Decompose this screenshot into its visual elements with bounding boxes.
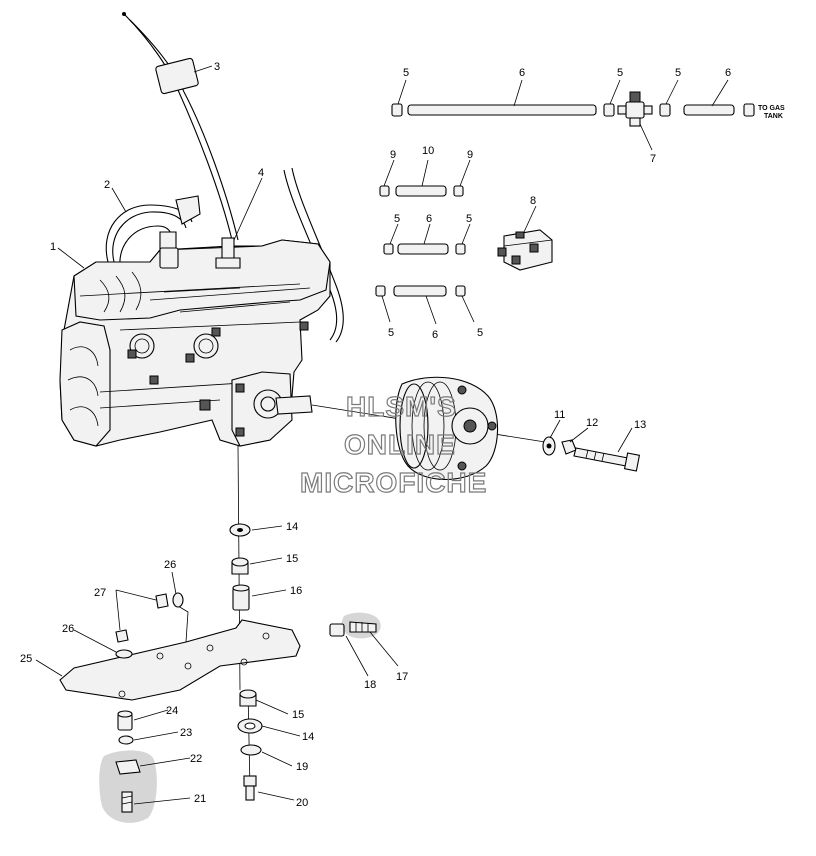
callout: 5: [617, 67, 623, 79]
callout: 5: [466, 213, 472, 225]
callout: 26: [164, 559, 176, 571]
callout: 21: [194, 793, 206, 805]
callout: 14: [302, 731, 314, 743]
callout: 17: [396, 671, 408, 683]
engine-assembly: [59, 237, 331, 447]
gas-tank-note: TO GAS TANK: [758, 105, 785, 120]
callout: 19: [296, 761, 308, 773]
callout: 4: [258, 167, 264, 179]
plate-hardware: [115, 592, 184, 659]
callout: 5: [675, 67, 681, 79]
callout: 27: [94, 587, 106, 599]
clutch-bolt-hardware: [542, 436, 641, 472]
callout: 5: [388, 327, 394, 339]
callout: 22: [190, 753, 202, 765]
lower-right-stack: [237, 689, 263, 801]
callout: 15: [286, 553, 298, 565]
callout: 15: [292, 709, 304, 721]
callout: 16: [290, 585, 302, 597]
callout: 6: [432, 329, 438, 341]
callout: 20: [296, 797, 308, 809]
tank-note-line2: TANK: [764, 113, 783, 120]
watermark-line2: ONLINE: [344, 429, 456, 460]
side-stud: [329, 612, 381, 639]
callout: 25: [20, 653, 32, 665]
callout: 9: [390, 149, 396, 161]
callout: 5: [477, 327, 483, 339]
watermark: HLSM'S ONLINE MICROFICHE: [299, 390, 487, 498]
callout: 9: [467, 149, 473, 161]
callout: 18: [364, 679, 376, 691]
short-hose-sets: [375, 185, 466, 297]
callout: 14: [286, 521, 298, 533]
callout: 3: [214, 61, 220, 73]
engine-mount-plate: [59, 605, 301, 701]
callout: 12: [586, 417, 598, 429]
drive-clutch: [395, 376, 499, 481]
tank-note-line1: TO GAS: [758, 105, 785, 112]
callout: 1: [50, 241, 56, 253]
upper-mount-stack: [229, 523, 251, 611]
callout: 8: [530, 195, 536, 207]
callout: 10: [422, 145, 434, 157]
fuel-pump: [497, 229, 553, 271]
callout: 23: [180, 727, 192, 739]
callout: 6: [725, 67, 731, 79]
callout: 26: [62, 623, 74, 635]
callout: 13: [634, 419, 646, 431]
callout: 2: [104, 179, 110, 191]
callout-numbers: 1 2 3 4 5 6 5 5 6 7 9 10 9 5 6 5 8 5 6 5…: [20, 61, 731, 809]
fuel-line-row-top: [391, 91, 755, 127]
callout: 6: [519, 67, 525, 79]
callout: 6: [426, 213, 432, 225]
leader-lines: [35, 65, 729, 805]
watermark-line3: MICROFICHE: [300, 467, 487, 498]
callout: 24: [166, 705, 178, 717]
callout: 5: [394, 213, 400, 225]
callout: 7: [650, 153, 656, 165]
watermark-line1: HLSM'S: [346, 391, 457, 422]
callout: 11: [554, 409, 565, 421]
lower-left-stack: [99, 710, 157, 823]
callout: 5: [403, 67, 409, 79]
